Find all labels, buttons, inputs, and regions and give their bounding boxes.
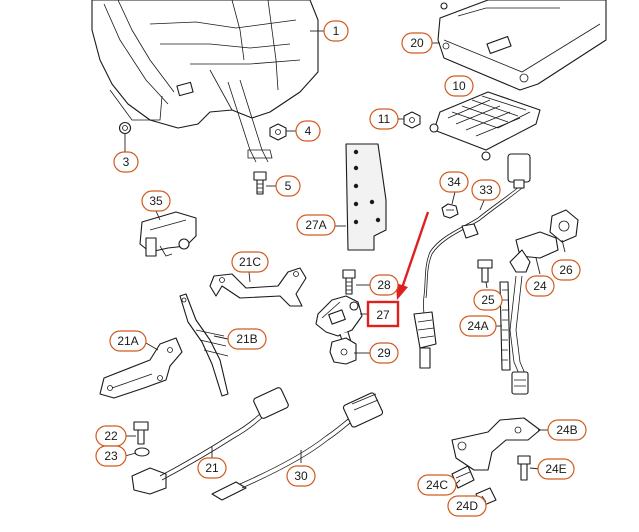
svg-text:1: 1 xyxy=(333,24,340,38)
callout-24c: 24C xyxy=(417,474,457,496)
callout-21a: 21A xyxy=(109,330,147,352)
svg-text:21: 21 xyxy=(205,461,219,475)
svg-text:29: 29 xyxy=(377,346,391,360)
callout-10: 10 xyxy=(444,75,474,97)
part-22-bolt xyxy=(133,421,149,445)
part-33-sensor-harness xyxy=(413,153,531,369)
part-30-harness xyxy=(211,392,384,501)
part-20-control-unit xyxy=(437,0,607,91)
part-21-harness xyxy=(131,387,289,495)
svg-text:10: 10 xyxy=(452,79,466,93)
svg-text:28: 28 xyxy=(377,278,391,292)
highlight-arrow xyxy=(396,211,430,300)
part-3-grommet xyxy=(118,121,132,135)
part-1-housing xyxy=(91,0,319,163)
svg-text:30: 30 xyxy=(294,469,308,483)
svg-text:26: 26 xyxy=(559,263,573,277)
callout-24: 24 xyxy=(525,275,555,297)
part-10-bracket xyxy=(429,91,541,161)
svg-text:25: 25 xyxy=(481,293,495,307)
svg-text:21B: 21B xyxy=(236,332,257,346)
svg-text:3: 3 xyxy=(123,155,130,169)
callout-30: 30 xyxy=(286,465,316,487)
callout-1: 1 xyxy=(323,20,349,42)
callout-21b: 21B xyxy=(227,328,267,350)
callout-20: 20 xyxy=(401,32,433,54)
svg-text:24: 24 xyxy=(533,279,547,293)
part-11-nut xyxy=(403,111,421,129)
callout-33: 33 xyxy=(471,179,501,201)
callout-5: 5 xyxy=(275,175,301,197)
part-4-nut xyxy=(269,123,287,141)
callout-3: 3 xyxy=(113,151,139,173)
part-25-bolt xyxy=(477,259,493,283)
part-34-clip xyxy=(441,203,459,219)
callout-28: 28 xyxy=(369,274,399,296)
svg-text:24D: 24D xyxy=(456,499,478,513)
callout-35: 35 xyxy=(141,190,171,212)
part-5-bolt xyxy=(253,171,267,195)
part-23-washer xyxy=(134,447,150,457)
callout-34: 34 xyxy=(439,171,469,193)
callout-24a: 24A xyxy=(459,315,497,337)
svg-text:24A: 24A xyxy=(467,319,488,333)
callout-23: 23 xyxy=(95,445,127,467)
svg-text:21A: 21A xyxy=(117,334,138,348)
svg-text:35: 35 xyxy=(149,194,163,208)
svg-text:20: 20 xyxy=(410,36,424,50)
svg-text:23: 23 xyxy=(104,449,118,463)
callout-29: 29 xyxy=(369,342,399,364)
svg-text:22: 22 xyxy=(104,429,118,443)
svg-text:24C: 24C xyxy=(426,478,448,492)
part-21b-strip xyxy=(179,293,229,397)
callout-26: 26 xyxy=(551,259,581,281)
part-21c-bracket xyxy=(209,267,307,307)
callout-27-highlighted: 27 xyxy=(360,300,400,328)
part-24b-bracket xyxy=(451,417,541,471)
part-24e-bolt xyxy=(517,455,531,481)
part-28-bolt xyxy=(342,269,356,295)
part-29-bracket xyxy=(329,337,357,365)
callout-24e: 24E xyxy=(537,458,575,480)
callout-4: 4 xyxy=(295,120,321,142)
part-35-sensor xyxy=(139,211,197,257)
callout-24d: 24D xyxy=(447,495,487,517)
svg-text:24B: 24B xyxy=(556,423,577,437)
part-24-sensor xyxy=(509,231,559,395)
svg-text:34: 34 xyxy=(447,175,461,189)
svg-text:21C: 21C xyxy=(239,255,261,269)
callout-21c: 21C xyxy=(231,251,269,273)
svg-text:24E: 24E xyxy=(545,462,566,476)
callout-22: 22 xyxy=(95,425,127,447)
svg-text:33: 33 xyxy=(479,183,493,197)
leader-lines xyxy=(124,30,566,503)
svg-text:11: 11 xyxy=(378,112,391,126)
callout-21: 21 xyxy=(197,457,227,479)
callout-24b: 24B xyxy=(547,419,587,441)
part-24a-rod xyxy=(499,281,511,371)
svg-text:27: 27 xyxy=(376,308,390,322)
callout-25: 25 xyxy=(473,289,503,311)
callout-27a: 27A xyxy=(296,214,336,236)
part-26-flange xyxy=(549,209,579,243)
svg-text:27A: 27A xyxy=(305,218,326,232)
callout-11: 11 xyxy=(369,108,399,130)
svg-text:5: 5 xyxy=(285,179,292,193)
part-27a-plate xyxy=(345,143,387,251)
svg-text:4: 4 xyxy=(305,124,312,138)
